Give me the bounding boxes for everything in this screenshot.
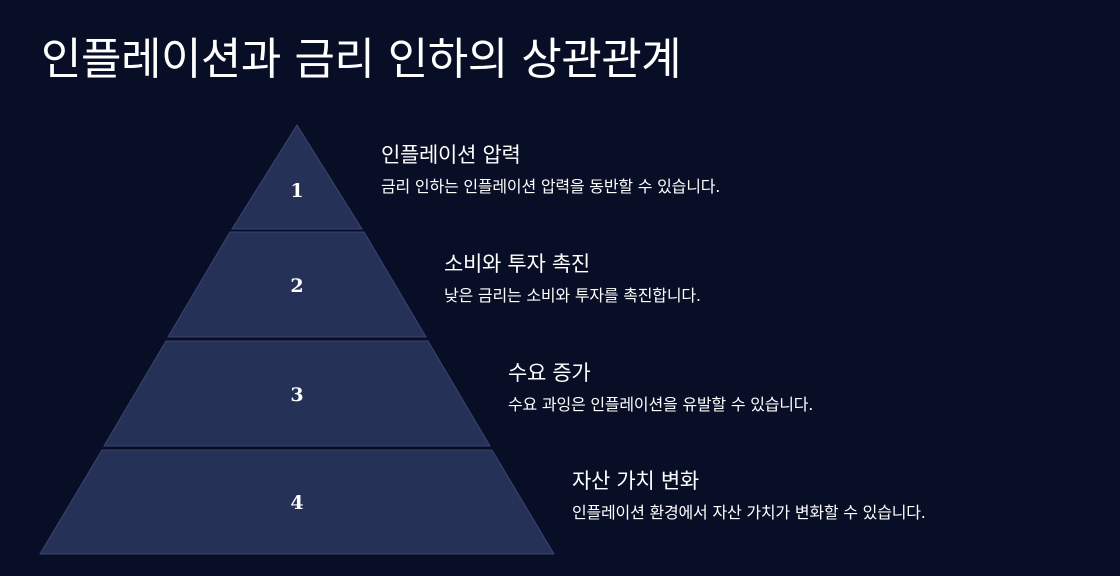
- level-4-description: 인플레이션 환경에서 자산 가치가 변화할 수 있습니다.: [572, 503, 926, 522]
- tier-4-number: 4: [290, 492, 303, 514]
- pyramid-tier-3: [103, 340, 491, 447]
- level-1-description: 금리 인하는 인플레이션 압력을 동반할 수 있습니다.: [381, 177, 721, 196]
- level-2-heading: 소비와 투자 촉진: [444, 252, 590, 276]
- level-3-description: 수요 과잉은 인플레이션을 유발할 수 있습니다.: [508, 395, 814, 414]
- tier-3-number: 3: [290, 384, 303, 406]
- tier-1-number: 1: [290, 180, 303, 202]
- level-3-text: 수요 증가 수요 과잉은 인플레이션을 유발할 수 있습니다.: [508, 359, 813, 416]
- level-2-text: 소비와 투자 촉진 낮은 금리는 소비와 투자를 촉진합니다.: [444, 250, 701, 307]
- pyramid-tier-2: [167, 231, 427, 338]
- page-title: 인플레이션과 금리 인하의 상관관계: [41, 34, 682, 85]
- pyramid-tier-4: [39, 449, 555, 555]
- level-2-description: 낮은 금리는 소비와 투자를 촉진합니다.: [444, 286, 701, 305]
- tier-2-number: 2: [290, 275, 303, 297]
- level-1-text: 인플레이션 압력 금리 인하는 인플레이션 압력을 동반할 수 있습니다.: [381, 141, 720, 198]
- level-4-text: 자산 가치 변화 인플레이션 환경에서 자산 가치가 변화할 수 있습니다.: [572, 467, 926, 524]
- level-1-heading: 인플레이션 압력: [381, 143, 521, 167]
- level-3-heading: 수요 증가: [508, 361, 591, 385]
- pyramid-diagram: 1 2 3 4: [39, 124, 555, 555]
- pyramid-tier-1: [231, 124, 363, 230]
- level-4-heading: 자산 가치 변화: [572, 469, 699, 493]
